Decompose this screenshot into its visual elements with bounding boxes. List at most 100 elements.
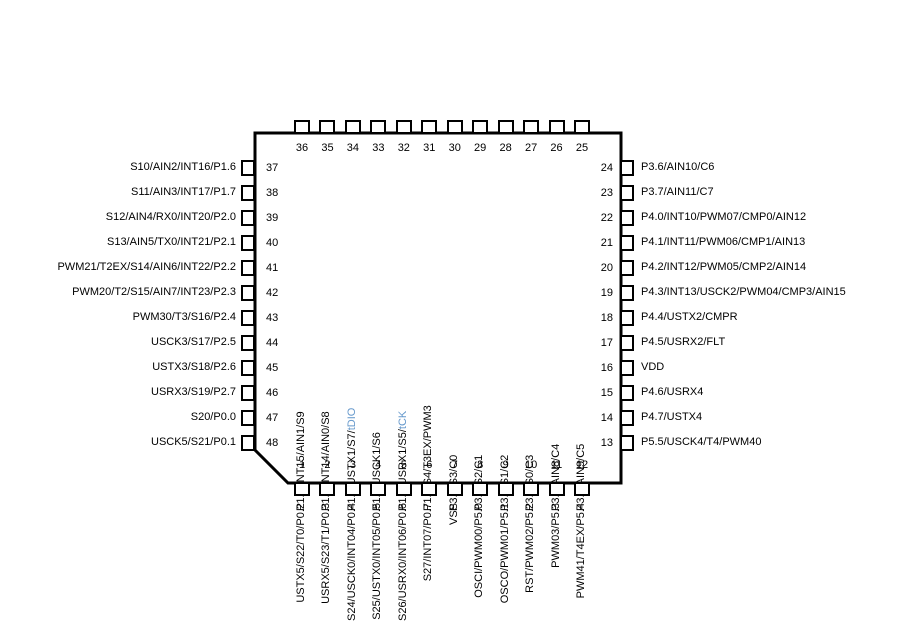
pin-label-8: OSCI/PWM00/P5.0 [473,503,486,598]
pin-pad-22 [620,210,634,226]
pin-label-46: USRX3/S19/P2.7 [151,386,236,398]
pin-pad-17 [620,335,634,351]
pin-label-1: USTX5/S22/T0/P0.2 [295,503,307,603]
pin-number-31: 31 [423,142,436,154]
pin-pad-9 [497,482,514,496]
pin-pad-46 [241,385,255,401]
pin-pad-25 [573,120,590,134]
pin-number-39: 39 [266,212,279,224]
pin-number-16: 16 [600,362,613,374]
pin-number-46: 46 [266,387,279,399]
pin-label-4: S25/USTX0/INT05/P0.5 [371,503,384,620]
pin-label-20: P4.2/INT12/PWM05/CMP2/AIN14 [641,261,807,273]
pin-label-43: PWM30/T3/S16/P2.4 [132,311,236,323]
pin-number-12: 12 [575,459,589,471]
pin-pad-39 [241,210,255,226]
pin-pad-11 [548,482,565,496]
pin-pad-38 [241,185,255,201]
pin-label-7: VSS [447,503,460,526]
pin-pad-21 [620,235,634,251]
pin-label-47: S20/P0.0 [190,411,236,423]
pin-number-8: 8 [477,459,484,471]
pin-pad-31 [421,120,438,134]
pin-pad-41 [241,260,255,276]
pin-pad-42 [241,285,255,301]
pin-pad-3 [344,482,361,496]
pin-number-18: 18 [600,312,613,324]
pin-number-28: 28 [499,142,512,154]
pin-label-16: VDD [641,361,665,373]
pin-number-38: 38 [266,187,279,199]
pin-pad-32 [395,120,412,134]
pin-number-24: 24 [600,162,613,174]
pin-label-9: OSCO/PWM01/P5.1 [498,503,511,604]
pin-number-19: 19 [600,287,613,299]
pin-number-45: 45 [266,362,279,374]
pin-number-40: 40 [266,237,279,249]
pin-label-23: P3.7/AIN11/C7 [641,186,714,198]
pin-number-37: 37 [266,162,279,174]
pin-number-14: 14 [600,412,613,424]
pin-number-2: 2 [324,459,331,471]
pin-pad-48 [241,435,255,451]
pin-number-13: 13 [600,437,613,449]
pin-label-44: USCK3/S17/P2.5 [151,336,236,348]
pin-number-17: 17 [600,337,613,349]
pin-number-44: 44 [266,337,279,349]
pin-label-highlight: tDIO [345,407,358,431]
pin-pad-2 [319,482,336,496]
pin-pad-18 [620,310,634,326]
pin-number-36: 36 [295,142,309,154]
pin-number-48: 48 [266,437,279,449]
pin-label-13: P5.5/USCK4/T4/PWM40 [641,436,762,448]
pin-number-20: 20 [600,262,613,274]
pin-number-42: 42 [266,287,279,299]
pin-pad-6 [421,482,438,496]
pin-label-5: S26/USRX0/INT06/P0.6 [396,503,409,622]
pin-pad-45 [241,360,255,376]
pin-number-9: 9 [502,459,509,471]
pin-number-6: 6 [426,459,433,471]
pin-pad-4 [370,482,387,496]
pin-pad-24 [620,160,634,176]
pin-number-21: 21 [600,237,613,249]
pin-pad-13 [620,435,634,451]
pin-label-17: P4.5/USRX2/FLT [641,336,726,348]
pin-label-45: USTX3/S18/P2.6 [152,361,236,373]
pin-pad-28 [497,120,514,134]
pin-pad-35 [319,120,336,134]
pin-number-29: 29 [474,142,487,154]
pin-number-47: 47 [266,412,279,424]
pin-pad-33 [370,120,387,134]
pin-pad-14 [620,410,634,426]
pin-label-18: P4.4/USTX2/CMPR [641,311,738,323]
pin-pad-44 [241,335,255,351]
pin-number-30: 30 [448,142,461,154]
pin-number-41: 41 [266,262,279,274]
pin-label-39: S12/AIN4/RX0/INT20/P2.0 [105,211,236,223]
pin-label-highlight: tCK [396,410,409,430]
pin-number-4: 4 [375,459,382,471]
pin-label-26: P3.4/AIN8/C4 [549,443,562,511]
pin-pad-43 [241,310,255,326]
pin-label-40: S13/AIN5/TX0/INT21/P2.1 [106,236,236,248]
pin-pad-19 [620,285,634,301]
pin-pad-7 [446,482,463,496]
pin-number-22: 22 [600,212,613,224]
pin-label-22: P4.0/INT10/PWM07/CMP0/AIN12 [641,211,807,223]
pin-label-14: P4.7/USTX4 [641,411,703,423]
pin-label-3: S24/USCK0/INT04/P0.4 [345,503,358,622]
pin-pad-20 [620,260,634,276]
pin-number-23: 23 [600,187,613,199]
pin-number-43: 43 [266,312,279,324]
pin-number-35: 35 [321,142,334,154]
pin-label-48: USCK5/S21/P0.1 [151,436,236,448]
pin-pad-36 [294,120,310,134]
pin-pad-15 [620,385,634,401]
pin-label-25: P3.5/AIN9/C5 [574,443,587,511]
pin-pad-5 [395,482,412,496]
pin-number-33: 33 [372,142,385,154]
pin-label-41: PWM21/T2EX/S14/AIN6/INT22/P2.2 [57,261,236,273]
pin-pad-34 [344,120,361,134]
